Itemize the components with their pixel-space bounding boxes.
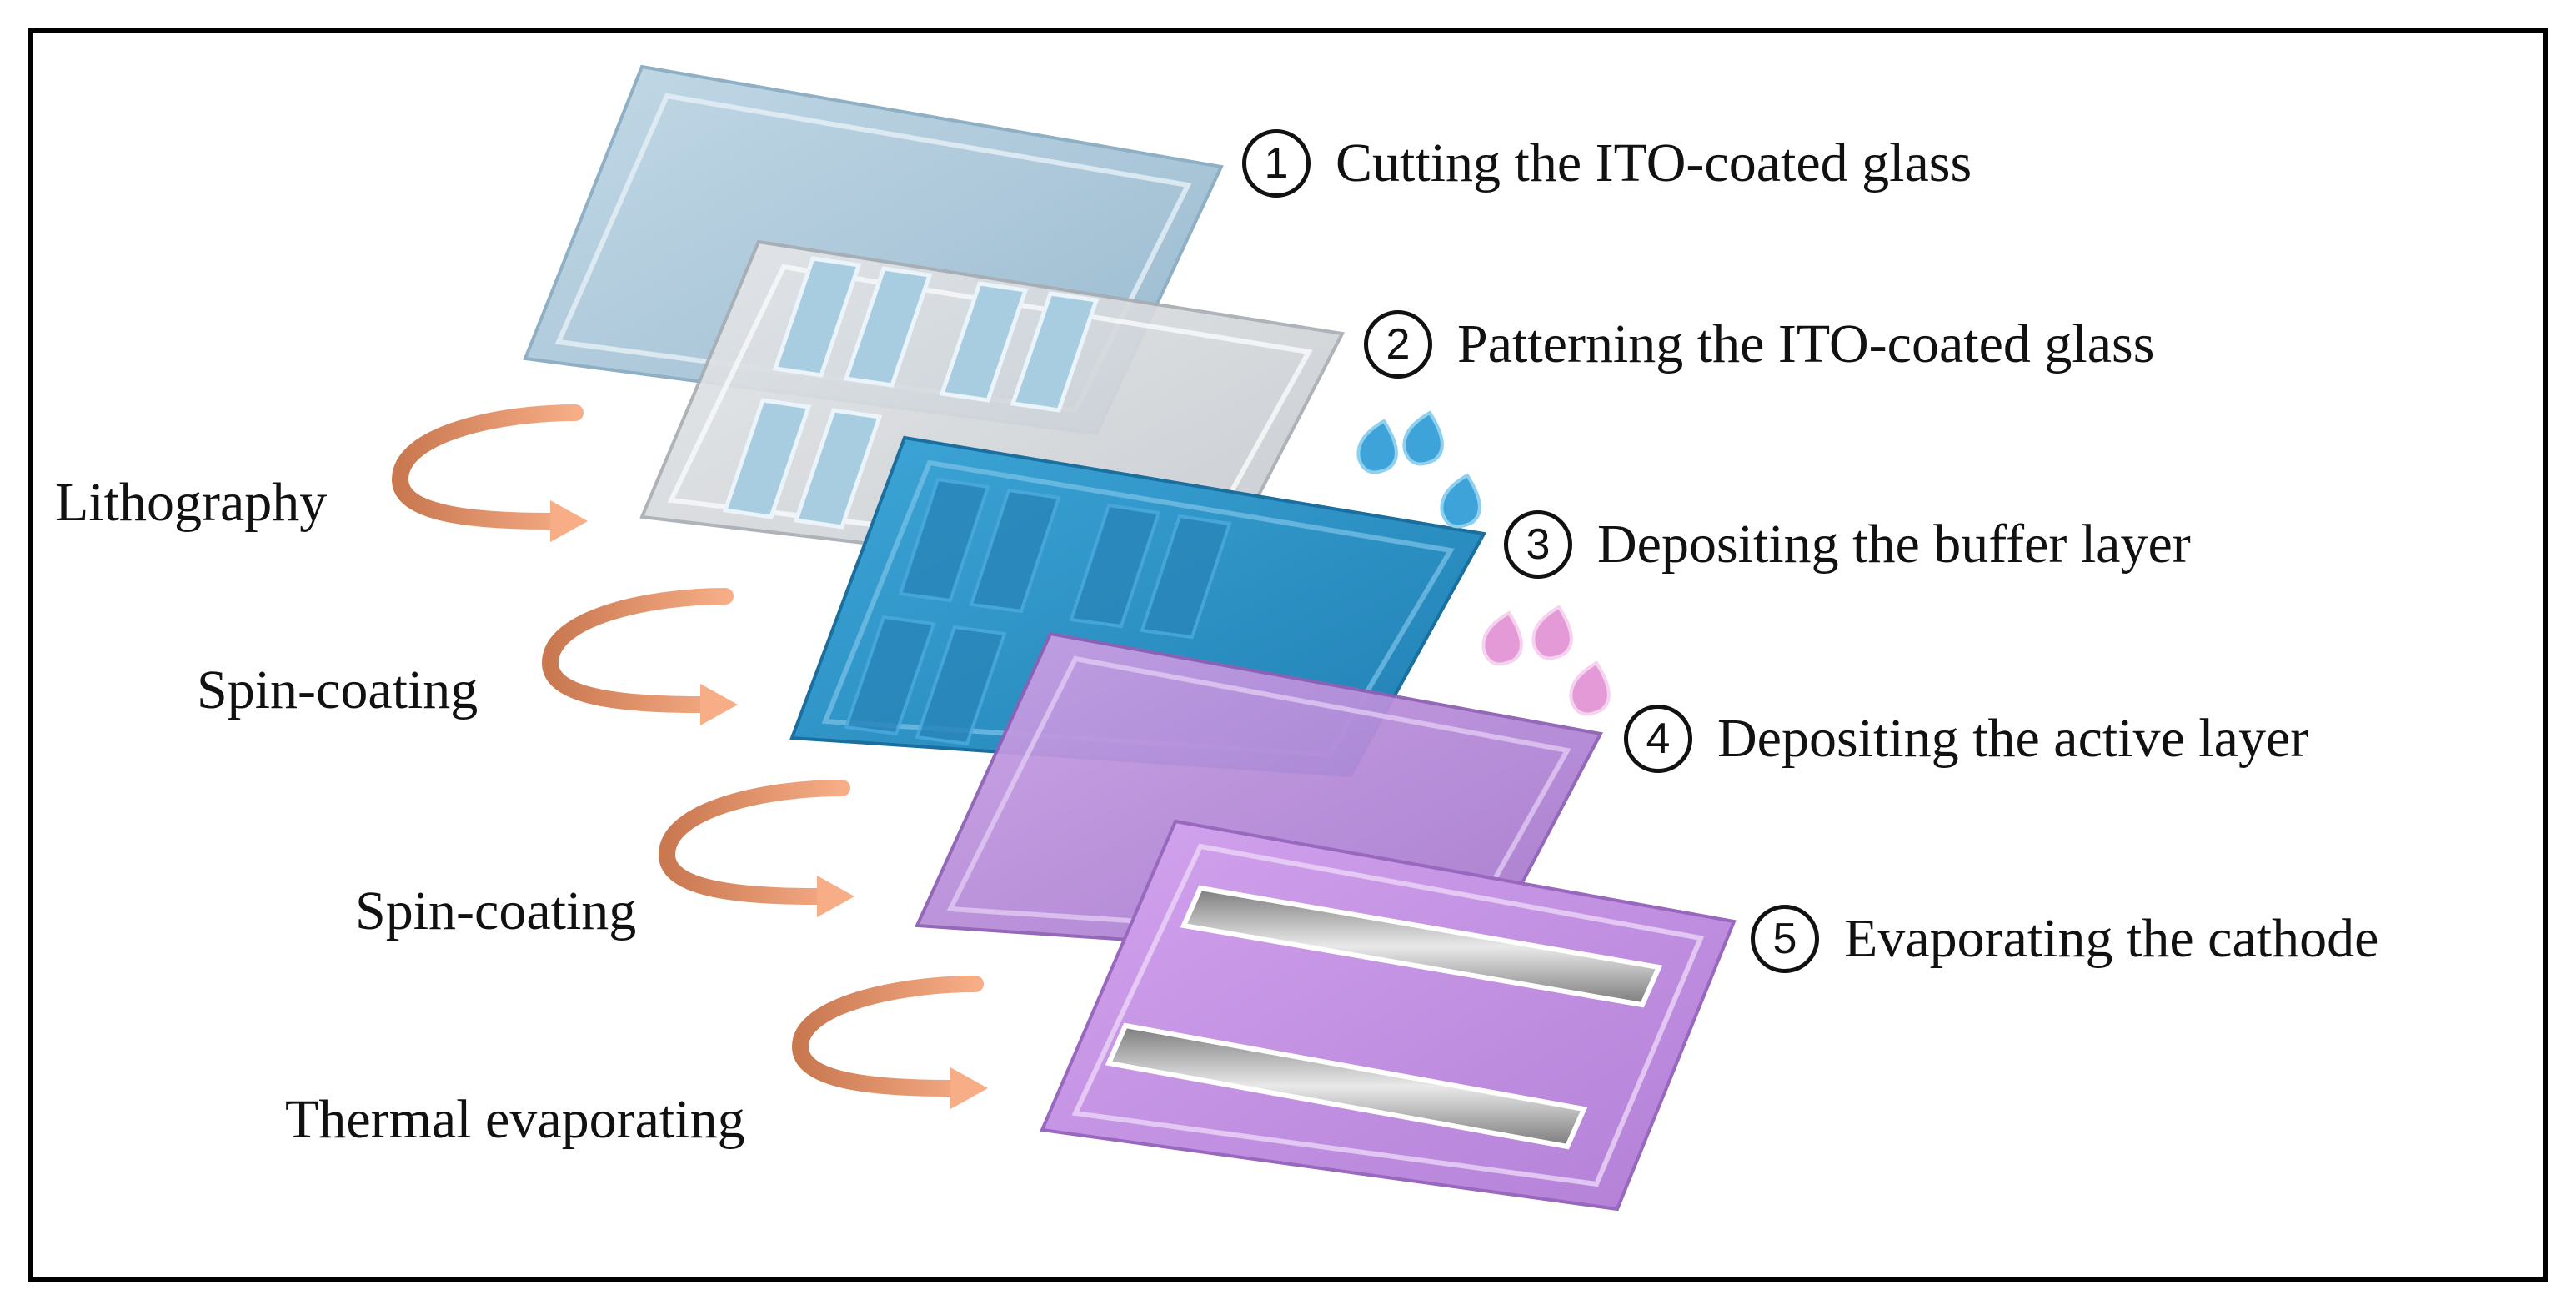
plate-cathode bbox=[1040, 819, 1737, 1212]
arrow-spin-coating-1 bbox=[541, 588, 738, 725]
arrow-thermal-evaporating bbox=[791, 976, 988, 1109]
step-number: 2 bbox=[1364, 310, 1432, 379]
step-text: Evaporating the cathode bbox=[1844, 908, 2379, 969]
buffer-droplets bbox=[1356, 410, 1481, 529]
arrow-spin-coating-2 bbox=[658, 780, 854, 917]
cathode-strip-top bbox=[1180, 885, 1663, 1008]
active-droplets bbox=[1481, 605, 1611, 716]
process-label-lithography: Lithography bbox=[55, 472, 328, 533]
step-text: Depositing the active layer bbox=[1717, 708, 2309, 769]
process-label-spin-coating-1: Spin-coating bbox=[197, 660, 479, 720]
arrow-lithography bbox=[391, 404, 588, 542]
step-text: Cutting the ITO-coated glass bbox=[1336, 133, 1972, 193]
process-arrows bbox=[391, 404, 988, 1109]
cathode-strip-bottom bbox=[1105, 1022, 1588, 1150]
step-1: 1 Cutting the ITO-coated glass bbox=[1242, 129, 1972, 198]
step-text: Patterning the ITO-coated glass bbox=[1457, 314, 2155, 374]
step-text: Depositing the buffer layer bbox=[1597, 514, 2191, 575]
step-number: 5 bbox=[1751, 905, 1819, 973]
step-number: 1 bbox=[1242, 129, 1311, 198]
process-label-thermal-evaporating: Thermal evaporating bbox=[285, 1089, 745, 1150]
step-3: 3 Depositing the buffer layer bbox=[1504, 510, 2191, 579]
process-label-spin-coating-2: Spin-coating bbox=[355, 881, 637, 941]
step-2: 2 Patterning the ITO-coated glass bbox=[1364, 310, 2154, 379]
step-number: 3 bbox=[1504, 510, 1572, 579]
step-5: 5 Evaporating the cathode bbox=[1751, 905, 2378, 973]
step-number: 4 bbox=[1624, 705, 1692, 773]
step-4: 4 Depositing the active layer bbox=[1624, 705, 2308, 773]
